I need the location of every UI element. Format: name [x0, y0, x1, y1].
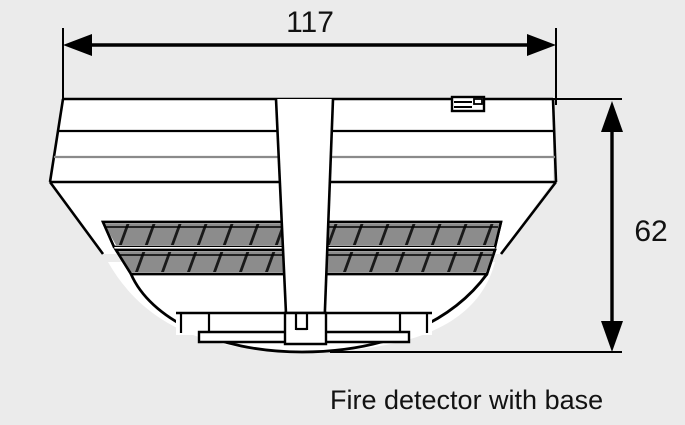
width-arrow-left — [63, 34, 92, 56]
indicator-window-tab — [473, 98, 483, 105]
left-chamfer-edge — [48, 181, 105, 255]
center-column-fill — [276, 99, 333, 335]
center-column-right-edge — [322, 98, 335, 336]
extension-lines — [62, 28, 622, 353]
width-arrow-right — [527, 34, 556, 56]
base-dome-curve — [129, 273, 489, 354]
indicator-window — [450, 95, 486, 113]
center-column-left-edge — [274, 98, 289, 336]
right-flare-edge — [551, 98, 558, 183]
height-arrow-bottom — [601, 321, 623, 352]
base-internal-structure — [176, 311, 432, 346]
base-dome — [129, 273, 489, 354]
height-dimension: 62 — [601, 101, 668, 352]
right-chamfer-edge — [499, 181, 558, 255]
figure-caption: Fire detector with base — [330, 385, 603, 415]
center-column — [274, 98, 335, 336]
height-dimension-label: 62 — [634, 215, 667, 248]
width-dimension-label: 117 — [286, 6, 334, 39]
width-dimension: 117 — [63, 6, 556, 56]
height-arrow-top — [601, 101, 623, 132]
left-flare-edge — [48, 98, 65, 183]
